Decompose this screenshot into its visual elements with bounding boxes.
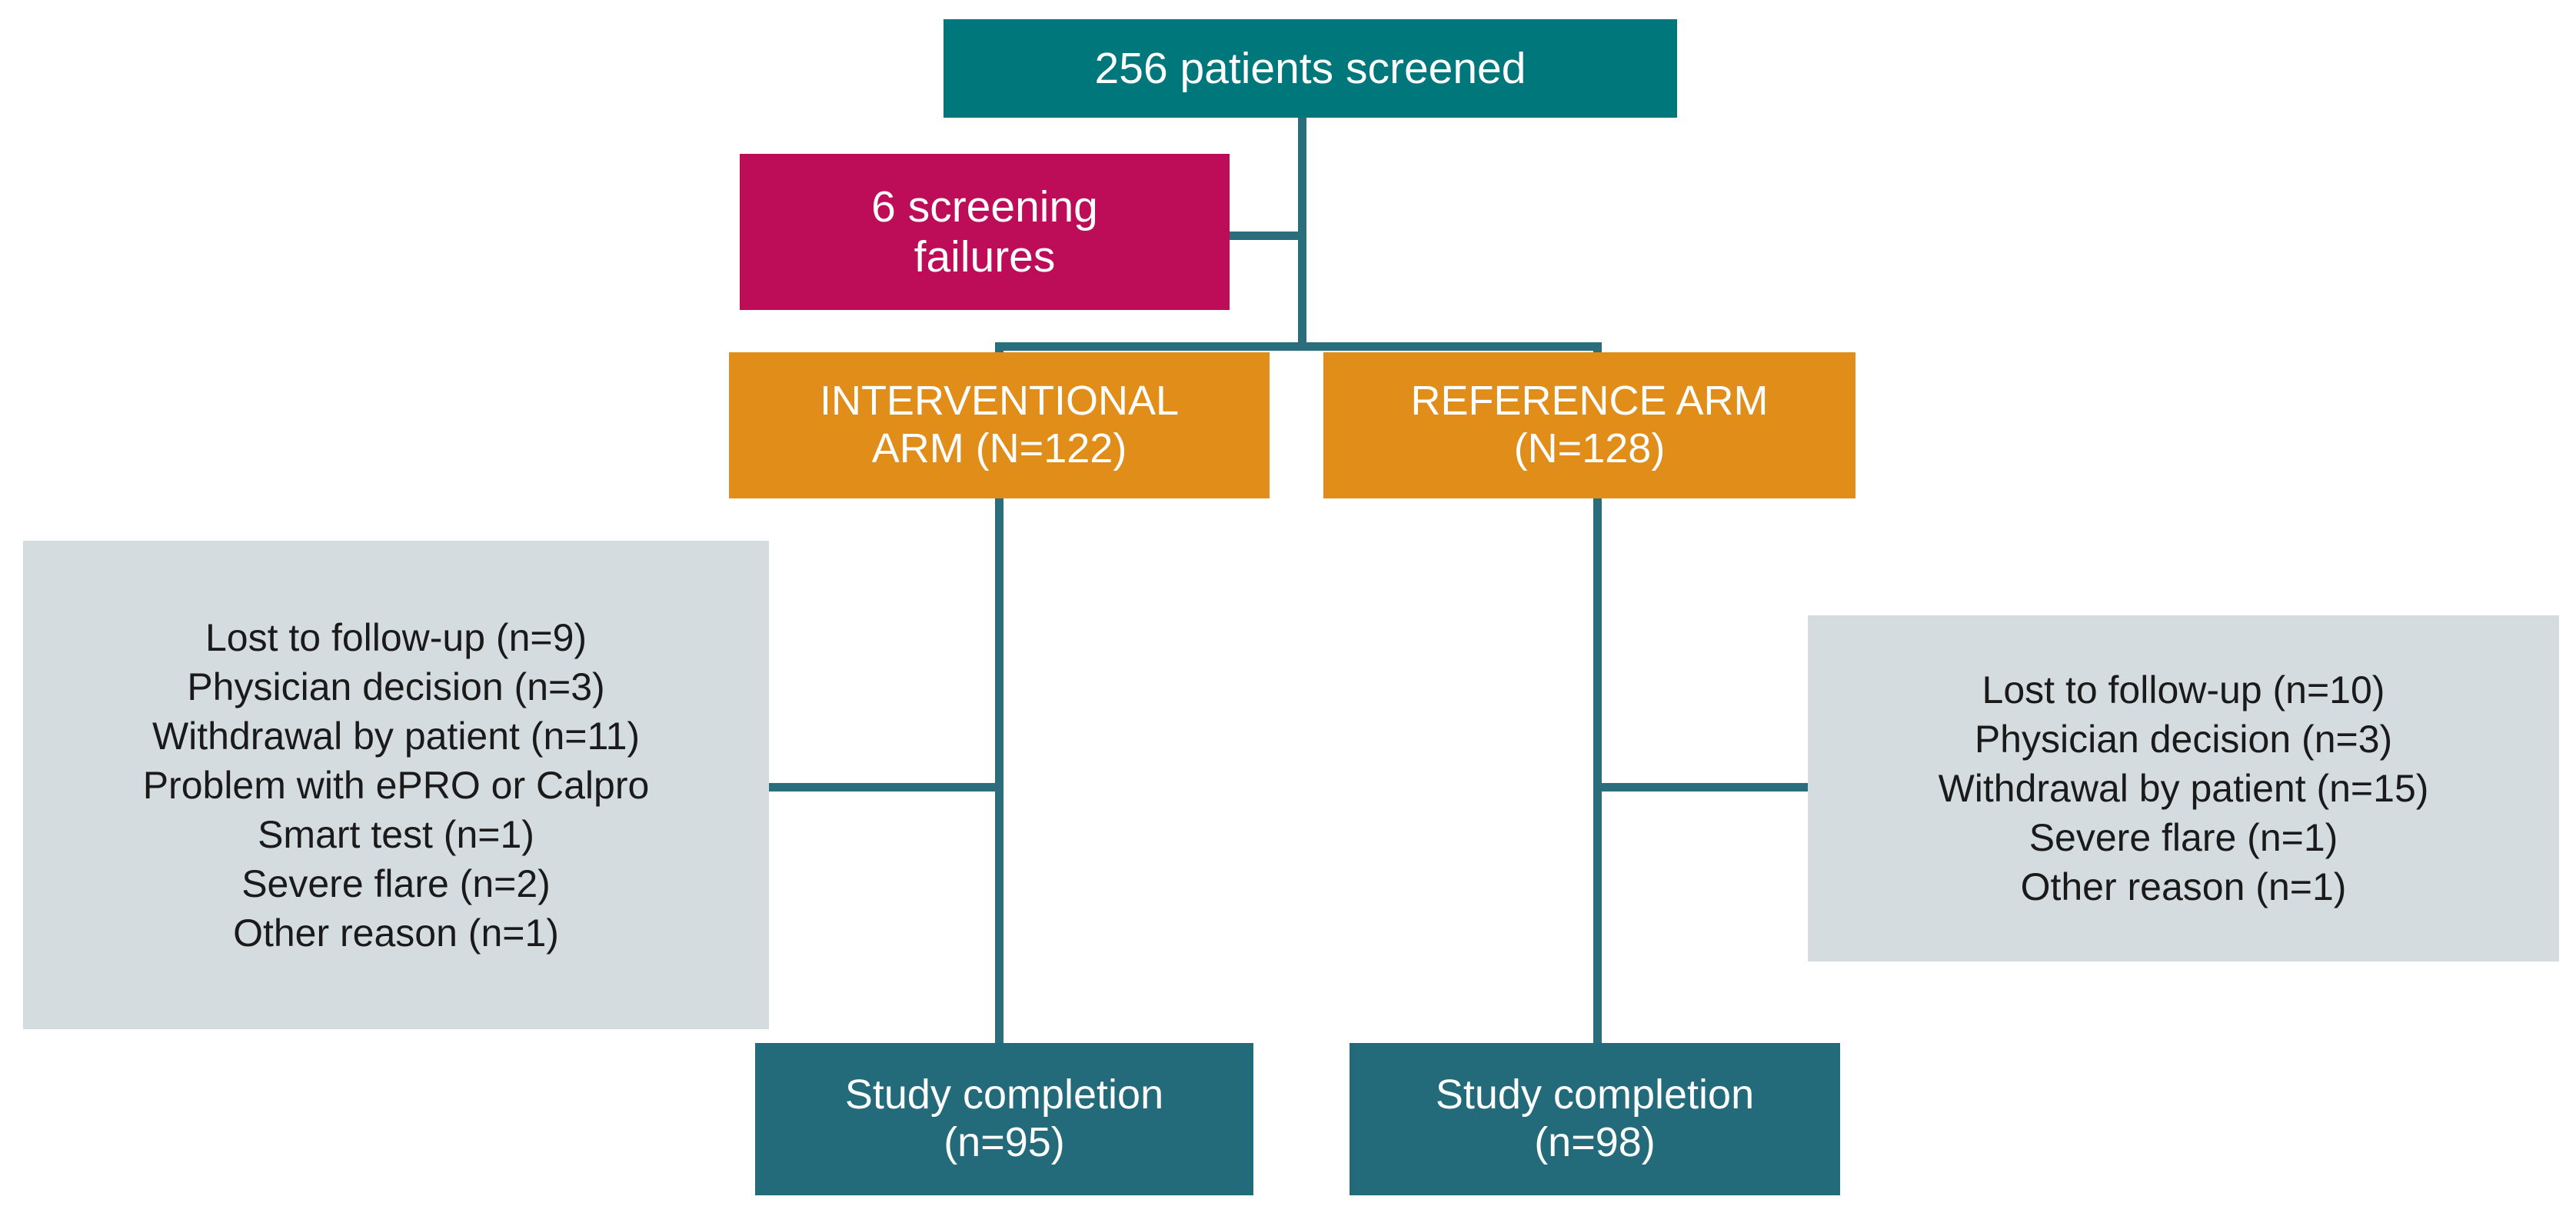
dropout-reason: Problem with ePRO or Calpro: [142, 763, 650, 807]
reference-arm-line1: REFERENCE ARM: [1410, 378, 1769, 425]
reference-arm-label: REFERENCE ARM (N=128): [1323, 378, 1855, 472]
connector-interventional-dropouts: [769, 783, 1000, 791]
interventional-completion-line1: Study completion: [844, 1071, 1164, 1118]
interventional-arm-line1: INTERVENTIONAL: [819, 378, 1180, 425]
dropout-reason: Smart test (n=1): [258, 812, 534, 856]
screened-box: 256 patients screened: [944, 19, 1677, 118]
reference-completion-label: Study completion (n=98): [1350, 1071, 1840, 1166]
connector-screened-trunk: [1298, 65, 1306, 346]
screened-label: 256 patients screened: [1094, 43, 1526, 93]
screening-failures-line2: failures: [914, 232, 1056, 282]
connector-interventional-stem: [995, 498, 1003, 1046]
connector-to-reference-arm: [1593, 342, 1602, 358]
dropout-reason: Physician decision (n=3): [1974, 718, 2393, 761]
interventional-completion-line2: (n=95): [944, 1119, 1065, 1165]
reference-completion-line1: Study completion: [1435, 1071, 1755, 1118]
dropout-reason: Other reason (n=1): [233, 911, 559, 955]
screening-failures-line1: 6 screening: [871, 182, 1098, 232]
interventional-arm-box: INTERVENTIONAL ARM (N=122): [729, 352, 1270, 498]
interventional-completion-label: Study completion (n=95): [755, 1071, 1253, 1166]
dropout-reason: Physician decision (n=3): [187, 665, 605, 708]
dropout-reason: Other reason (n=1): [2020, 865, 2347, 908]
reference-arm-line2: (N=128): [1513, 425, 1666, 472]
connector-reference-dropouts: [1593, 783, 1812, 791]
interventional-arm-line2: ARM (N=122): [871, 425, 1127, 472]
dropout-reason: Severe flare (n=2): [241, 861, 551, 905]
interventional-completion-box: Study completion (n=95): [755, 1043, 1253, 1195]
reference-arm-box: REFERENCE ARM (N=128): [1323, 352, 1855, 498]
reference-dropouts-box: Lost to follow-up (n=10) Physician decis…: [1808, 615, 2559, 961]
reference-completion-line2: (n=98): [1534, 1119, 1656, 1165]
dropout-reason: Lost to follow-up (n=10): [1982, 668, 2385, 711]
reference-completion-box: Study completion (n=98): [1350, 1043, 1840, 1195]
connector-arm-split-bar: [995, 342, 1602, 351]
connector-to-interventional-arm: [995, 342, 1003, 358]
interventional-dropouts-box: Lost to follow-up (n=9) Physician decisi…: [23, 541, 769, 1029]
dropout-reason: Withdrawal by patient (n=15): [1938, 767, 2429, 810]
connector-reference-stem: [1593, 498, 1602, 1046]
dropout-reason: Withdrawal by patient (n=11): [151, 714, 641, 758]
interventional-arm-label: INTERVENTIONAL ARM (N=122): [729, 378, 1270, 472]
screening-failures-box: 6 screening failures: [740, 154, 1230, 310]
dropout-reason: Severe flare (n=1): [2029, 816, 2338, 859]
connector-screening-failures: [1228, 232, 1302, 240]
screening-failures-label: 6 screening failures: [740, 182, 1230, 282]
dropout-reason: Lost to follow-up (n=9): [205, 615, 587, 659]
